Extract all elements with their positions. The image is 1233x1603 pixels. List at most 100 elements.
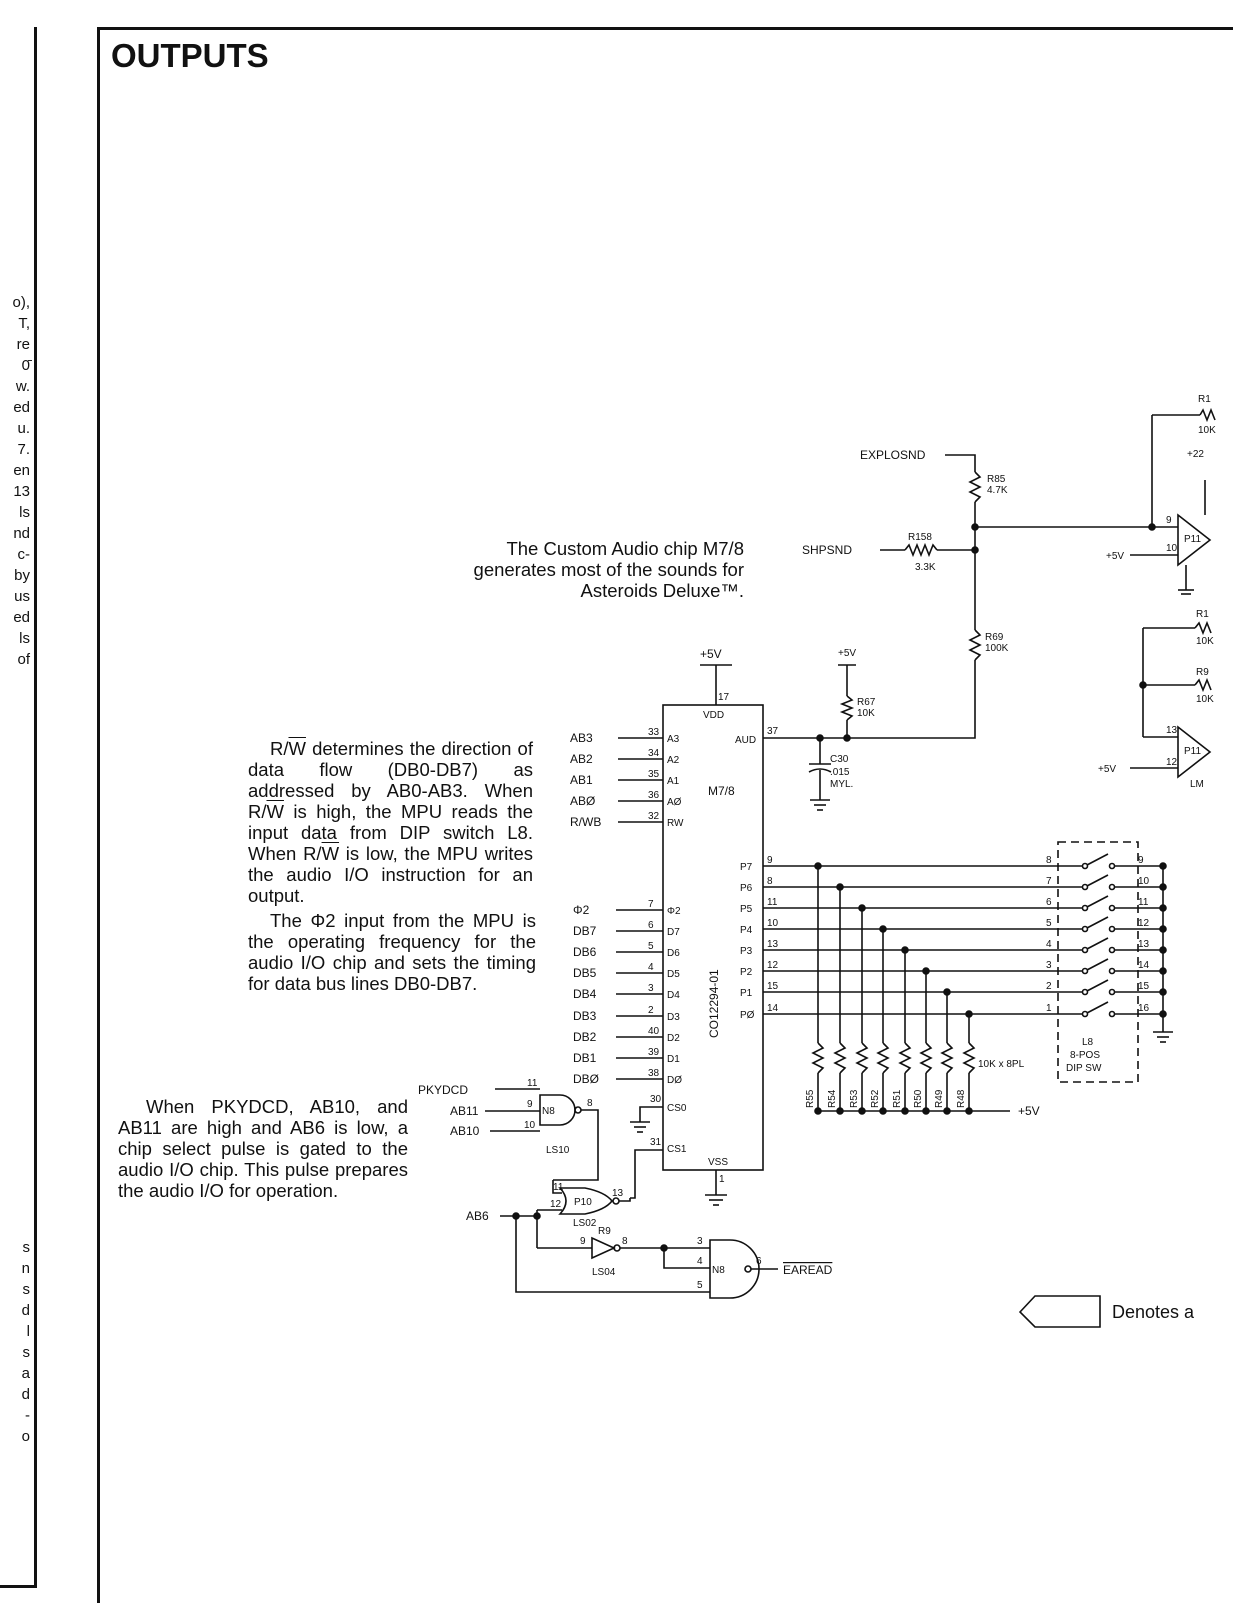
addr-signal-2: AB1 [570,773,593,787]
r85-value: 4.7K [987,485,1008,496]
switch-contact-a-4 [1081,946,1089,954]
switch-in-pin-2: 6 [1046,897,1052,908]
shpsnd-label: SHPSND [802,543,852,557]
data-name-0: Φ2 [667,906,681,917]
p10-name: P10 [574,1197,592,1208]
switch-lever-0 [1086,853,1109,866]
data-name-6: D2 [667,1033,680,1044]
data-pin-1: 6 [648,920,654,931]
p10-pin-b: 12 [550,1199,562,1210]
opamp2-type: LM [1190,779,1204,790]
r9-label: R9 [598,1226,611,1237]
switch-ground-junction-0 [1159,862,1167,870]
n8-pin-b: 9 [527,1099,533,1110]
addr-signal-0: AB3 [570,731,593,745]
switch-contact-b-2 [1108,904,1116,912]
switch-in-pin-4: 4 [1046,939,1052,950]
pullup-resistor-0 [811,1042,825,1074]
r-top-label: R1 [1198,394,1211,405]
data-signal-2: DB6 [573,945,597,959]
nb-pin-c: 5 [697,1280,703,1291]
addr-name-2: A1 [667,776,680,787]
n8-pin-a: 11 [527,1078,538,1089]
vss-label: VSS [708,1157,728,1168]
data-pin-2: 5 [648,941,654,952]
port-name-6: P1 [740,988,753,999]
opamp-p11-upper [1177,513,1212,567]
switch-ground-junction-7 [1159,1010,1167,1018]
port-name-2: P5 [740,904,753,915]
port-name-3: P4 [740,925,753,936]
ls02-label: LS02 [573,1218,597,1229]
rw-text-r: R/ [248,801,267,822]
nand-n8-earead [709,1239,760,1299]
r-mid-label: R1 [1196,609,1209,620]
inverter-r9-ls04 [591,1236,616,1260]
port-name-5: P2 [740,967,753,978]
pullup-supply: +5V [1018,1104,1040,1118]
switch-lever-6 [1086,979,1109,992]
pullup-resistor-2 [855,1042,869,1074]
r69-label: R69 [985,632,1004,643]
opamp2-name: P11 [1184,746,1201,757]
switch-contact-a-1 [1081,883,1089,891]
switch-in-pin-1: 7 [1046,876,1052,887]
opamp-p11-lower [1177,725,1212,779]
switch-contact-b-3 [1108,925,1116,933]
port-pin-3: 10 [767,918,779,929]
inv-pin-in: 9 [580,1236,586,1247]
dip-type: DIP SW [1066,1063,1102,1074]
switch-contact-a-2 [1081,904,1089,912]
pullup-label-1: R54 [827,1089,838,1108]
r69-value: 100K [985,643,1009,654]
pullup-junction-2 [858,1107,866,1115]
opamp1-pin-ref: 10 [1166,543,1178,554]
rw-w-overline: W [288,738,306,759]
port-name-0: P7 [740,862,753,873]
nb-pin-b: 4 [697,1256,703,1267]
opamp2-pin-ref: 12 [1166,757,1178,768]
n8-bottom-name: N8 [712,1265,725,1276]
port-name-1: P6 [740,883,753,894]
switch-contact-a-6 [1081,988,1089,996]
rw-text-3: is high, the MPU reads the input data fr… [248,801,533,864]
r-top-value: 10K [1198,425,1216,436]
port-name-4: P3 [740,946,753,957]
port-pin-0: 9 [767,855,773,866]
switch-lever-4 [1086,937,1109,950]
switch-contact-b-7 [1108,1010,1116,1018]
pullup-junction-4 [901,1107,909,1115]
opamp1-ref-supply: +5V [1106,551,1124,562]
previous-page-text-fragment-a: o), T, re 0̄ w. ed u. 7. en 13 ls nd c- … [12,294,30,668]
data-name-7: D1 [667,1054,680,1065]
c30-value: .015 [830,767,850,778]
port-pin-1: 8 [767,876,773,887]
data-name-3: D5 [667,969,680,980]
switch-in-pin-6: 2 [1046,981,1052,992]
r67-value: 10K [857,708,875,719]
r67-label: R67 [857,697,876,708]
phi2-note: The Φ2 input from the MPU is the operati… [248,910,536,994]
r-mid2-label: R9 [1196,667,1209,678]
pullup-label-7: R48 [956,1089,967,1108]
n8-pin-c: 10 [524,1120,536,1131]
previous-page-border: o), T, re 0̄ w. ed u. 7. en 13 ls nd c- … [0,27,37,1588]
r158-value: 3.3K [915,562,936,573]
vdd-supply-label: +5V [700,647,722,661]
addr-name-1: A2 [667,755,680,766]
data-signal-8: DBØ [573,1072,599,1086]
chip-part-number: CO12294-01 [707,969,721,1038]
ab6-label: AB6 [466,1209,489,1223]
c30-type: MYL. [830,779,853,790]
switch-lever-5 [1086,958,1109,971]
data-pin-5: 2 [648,1005,654,1016]
port-name-7: PØ [740,1010,755,1021]
pullup-label-6: R49 [934,1089,945,1108]
read-write-note: R/W determines the direction of data flo… [248,738,533,906]
r67-supply: +5V [838,648,856,659]
pkydcd-label: PKYDCD [418,1083,468,1097]
data-pin-4: 3 [648,983,654,994]
